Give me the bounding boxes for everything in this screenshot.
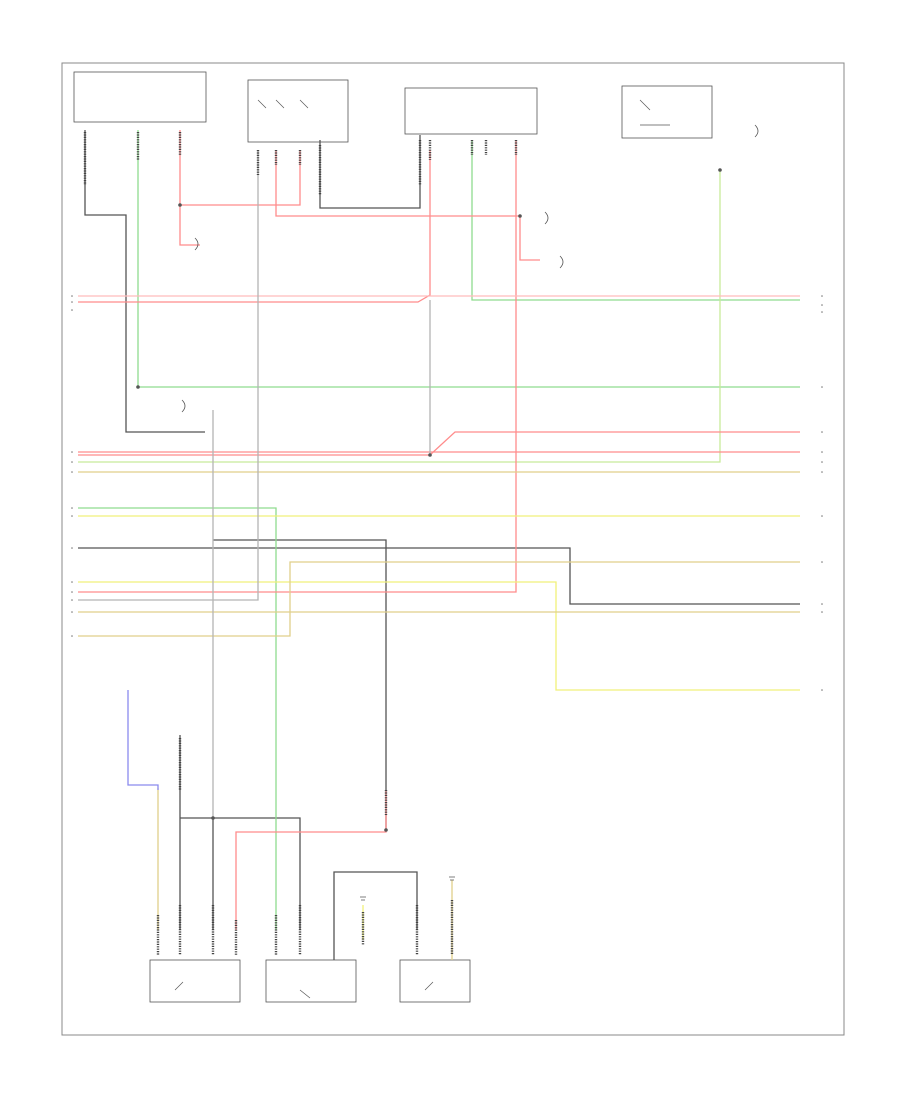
- wire-black-1: [84, 130, 205, 433]
- splice-6: [136, 385, 140, 389]
- ground-symbols: [181, 124, 759, 901]
- terminal-marks: [71, 295, 823, 691]
- ground-icon-3: [544, 211, 549, 225]
- component-boxes: [73, 71, 713, 1003]
- fuse-block-box: [73, 71, 207, 123]
- ground-icon-2: [181, 399, 186, 413]
- wire-red-1: [179, 130, 200, 246]
- splice-3: [384, 828, 388, 832]
- actuator-box: [265, 959, 357, 1003]
- wire-black-2: [213, 539, 387, 830]
- wire-red-9: [235, 790, 387, 930]
- ground-icon-7: [449, 876, 455, 881]
- clutch-switch-box: [399, 959, 471, 1003]
- wire-red-7: [78, 140, 517, 593]
- switch-icon-3: [174, 981, 434, 999]
- wire-gray-1: [78, 150, 259, 601]
- wire-tan-2: [78, 561, 800, 637]
- ground-icon-6: [360, 896, 366, 901]
- wire-lightgreen: [78, 170, 721, 463]
- wire-black-5: [333, 871, 418, 960]
- wire-black-3: [78, 547, 800, 605]
- connectors: [83, 132, 518, 955]
- ground-icon-4: [559, 255, 564, 269]
- wire-green-3: [78, 507, 277, 930]
- wire-green-1: [137, 130, 800, 388]
- switch-contacts: [174, 99, 670, 999]
- relay-box: [404, 87, 538, 135]
- splice-7: [518, 214, 522, 218]
- ground-icon-1: [194, 237, 199, 251]
- splice-1: [178, 203, 182, 207]
- splices: [136, 168, 722, 832]
- wire-red-4: [78, 150, 431, 303]
- switch-icon-1: [257, 99, 309, 109]
- diagram-frame: [61, 62, 845, 1036]
- switch-icon-2: [639, 99, 670, 126]
- dimmer-switch-box: [621, 85, 713, 139]
- wire-black-8: [319, 135, 421, 209]
- ground-icon-5: [754, 124, 759, 138]
- wire-blue-1: [127, 690, 159, 790]
- wire-red-2: [180, 150, 301, 206]
- wire-red-5: [78, 431, 800, 456]
- splice-5: [718, 168, 722, 172]
- splice-2: [428, 453, 432, 457]
- wire-black-4: [180, 817, 301, 930]
- wire-green-2: [471, 140, 800, 301]
- splice-4: [211, 816, 215, 820]
- wire-yellow-2: [78, 581, 800, 691]
- wire-red-8: [519, 216, 540, 261]
- wires: [78, 130, 800, 960]
- cruise-module-box: [149, 959, 241, 1003]
- wire-red-3: [275, 150, 520, 217]
- ignition-switch-box: [247, 79, 349, 143]
